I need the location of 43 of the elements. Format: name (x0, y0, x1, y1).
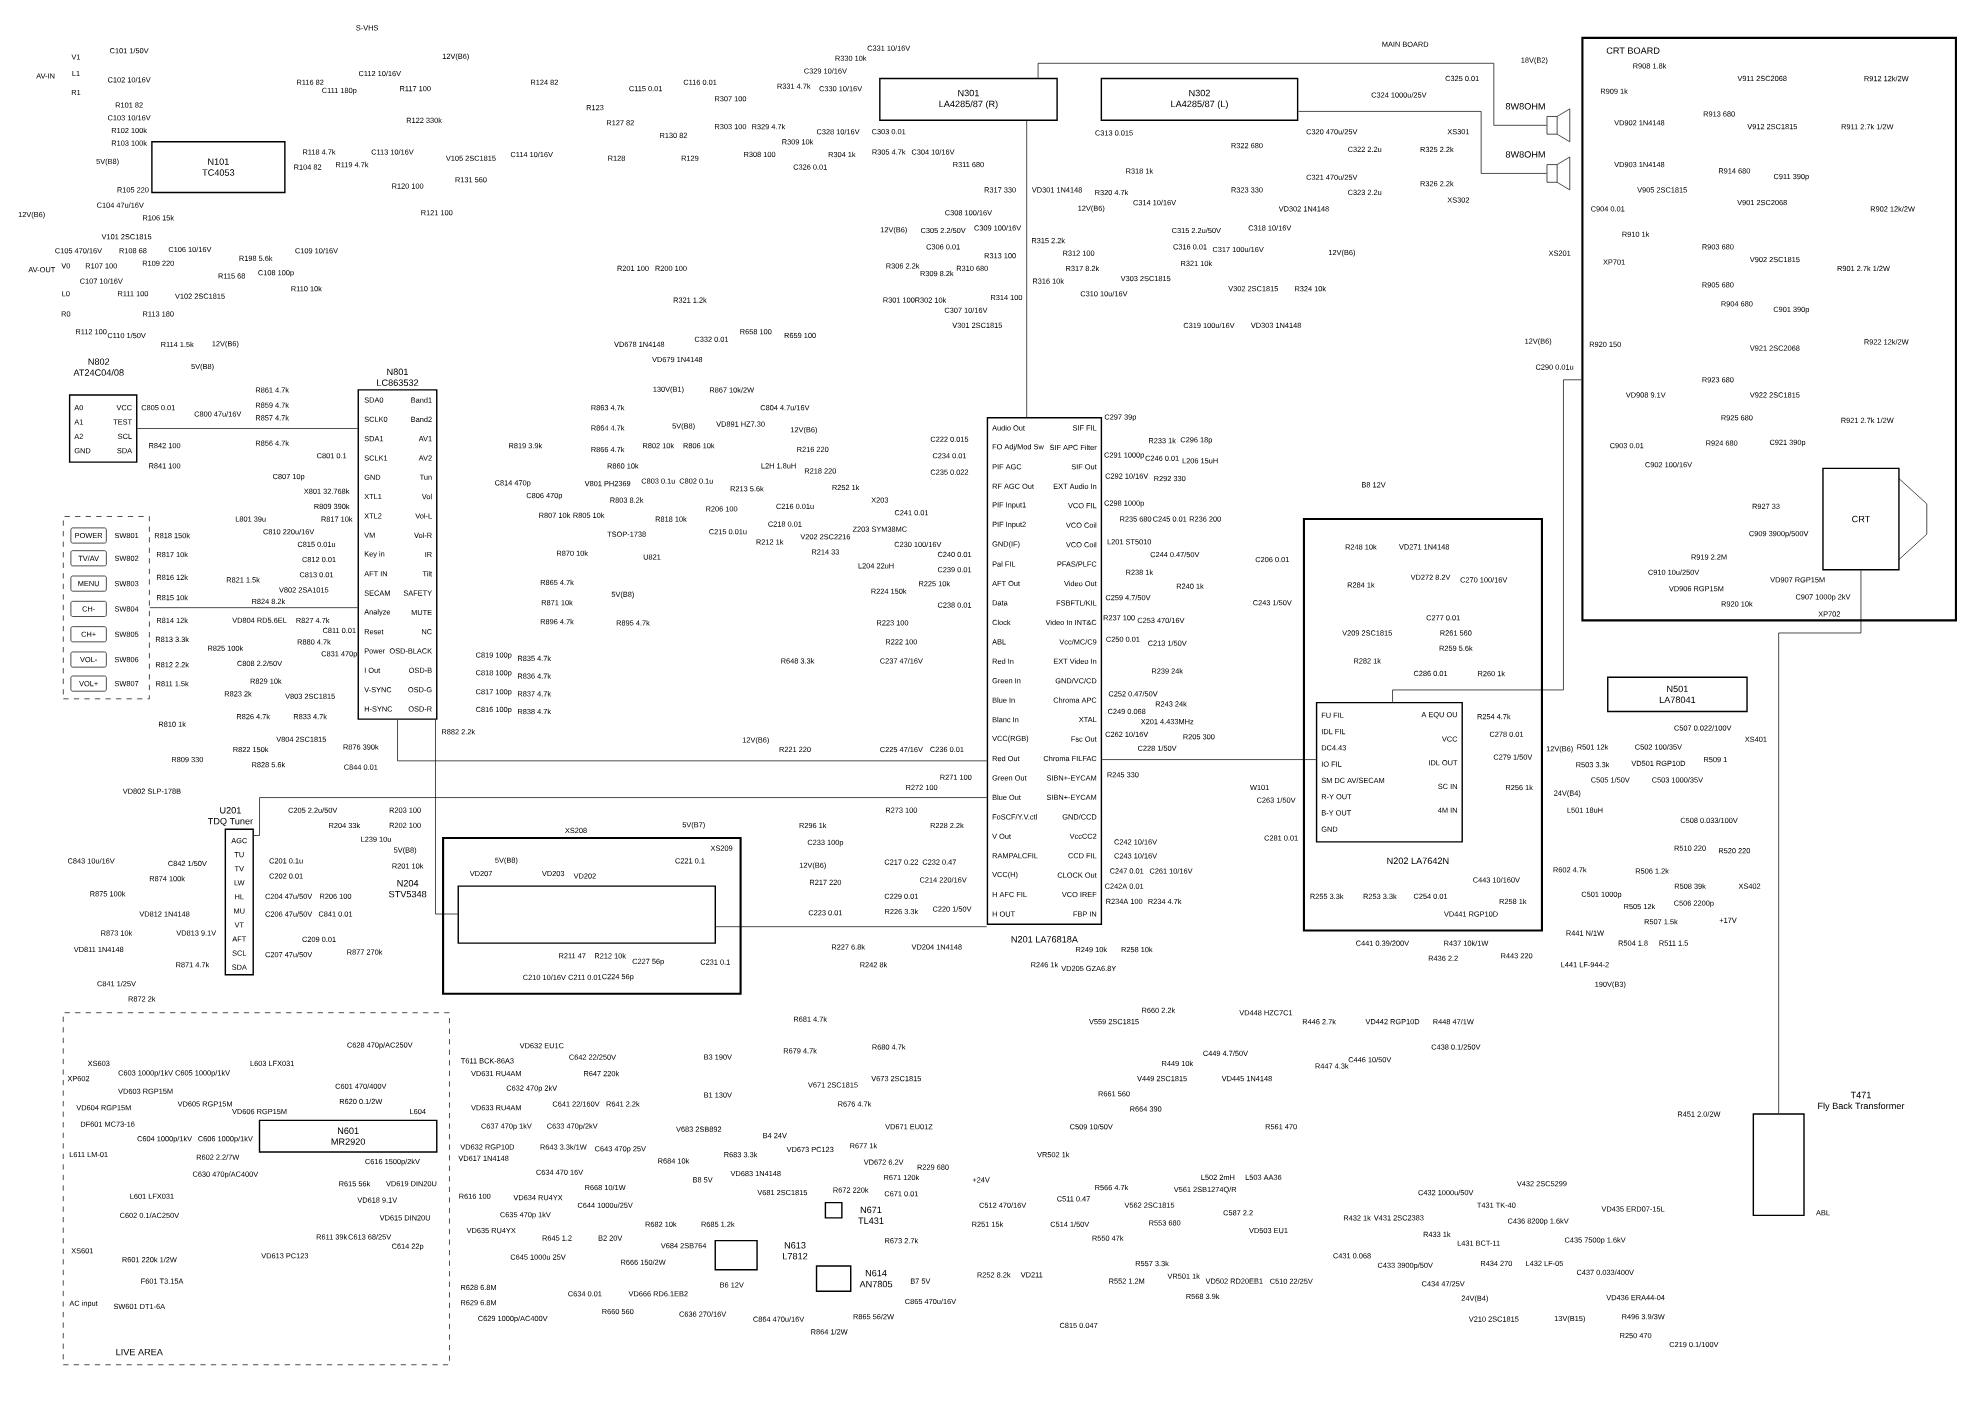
ic-chip: N101 TC4053 (151, 140, 286, 193)
node-label: N202 (1387, 857, 1409, 864)
wire (715, 926, 988, 927)
ic-chip: N301 LA4285/87 (R) (879, 77, 1058, 121)
node-label: U201 (220, 806, 241, 814)
node-label: TL431 (858, 1217, 884, 1224)
node-label: L7812 (783, 1252, 808, 1260)
ic-chip: N601 MR2920 (258, 1119, 438, 1153)
wire (1026, 120, 1028, 418)
node-label: AT24C04/08 (73, 368, 124, 376)
wire (435, 719, 458, 915)
node-label: N201 (1011, 935, 1033, 943)
ic-chip: N614 AN7805 (815, 1265, 893, 1292)
node-label: STV5348 (389, 890, 427, 898)
wire (137, 428, 358, 429)
wire (1778, 569, 1862, 1114)
ic-chip: N671 TL431 (824, 1201, 884, 1224)
node-label: LA7642N (1411, 857, 1449, 864)
node-label: AN7805 (859, 1280, 893, 1288)
node-label: Fly Back Transformer (1818, 1102, 1905, 1111)
node-label: LC863532 (377, 379, 419, 386)
node-label: N613 (784, 1241, 806, 1249)
dashed-area-box (62, 515, 150, 699)
wire (253, 797, 988, 836)
node-label: LA76818A (1036, 935, 1078, 943)
ic-chip: N613 L7812 (714, 1239, 808, 1271)
wire (1392, 379, 1582, 703)
node-label: T471 (1850, 1091, 1871, 1098)
wire (1037, 62, 1547, 126)
ic-chip: N204 STV5348 (389, 879, 716, 944)
wire (149, 607, 358, 608)
node-label: N802 (88, 358, 110, 365)
ic-chip: N501 LA78041 (1607, 676, 1748, 712)
ic-chip: N302 LA4285/87 (L) (1100, 77, 1299, 121)
wire (1101, 759, 1317, 760)
crt-tube: CRT (1822, 467, 1928, 571)
wire (397, 719, 988, 761)
node-label: N801 (387, 368, 408, 375)
node-label: N671 (860, 1206, 882, 1213)
node-label: N204 (397, 879, 419, 887)
wire (1298, 110, 1547, 174)
node-label: N614 (865, 1269, 887, 1277)
node-label: TDQ Tuner (207, 817, 253, 826)
